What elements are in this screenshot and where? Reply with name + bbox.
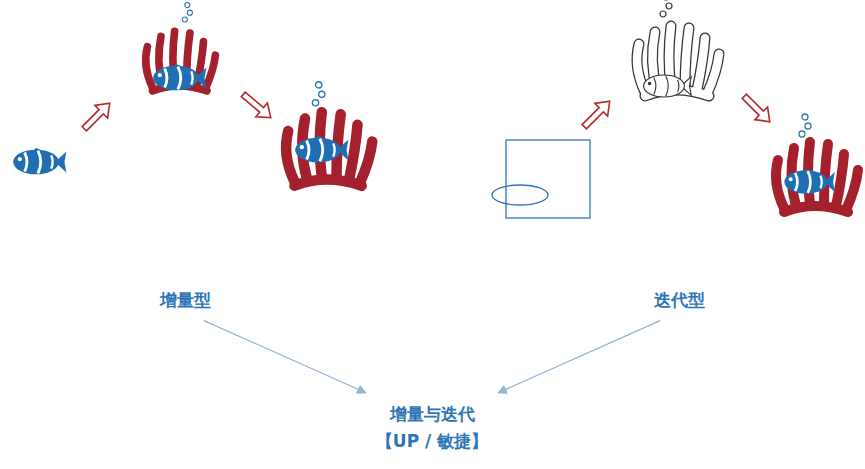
node-label: 迭代型: [654, 287, 705, 314]
node-label: 增量与迭代: [376, 401, 488, 428]
connector-arrow: [204, 321, 366, 393]
node-label: 增量型: [160, 287, 211, 314]
text-node: 增量型: [154, 285, 217, 316]
node-label: 【UP / 敏捷】: [376, 428, 488, 455]
connector-arrow: [498, 321, 660, 393]
text-node: 迭代型: [648, 285, 711, 316]
text-node: 增量与迭代【UP / 敏捷】: [370, 399, 494, 457]
